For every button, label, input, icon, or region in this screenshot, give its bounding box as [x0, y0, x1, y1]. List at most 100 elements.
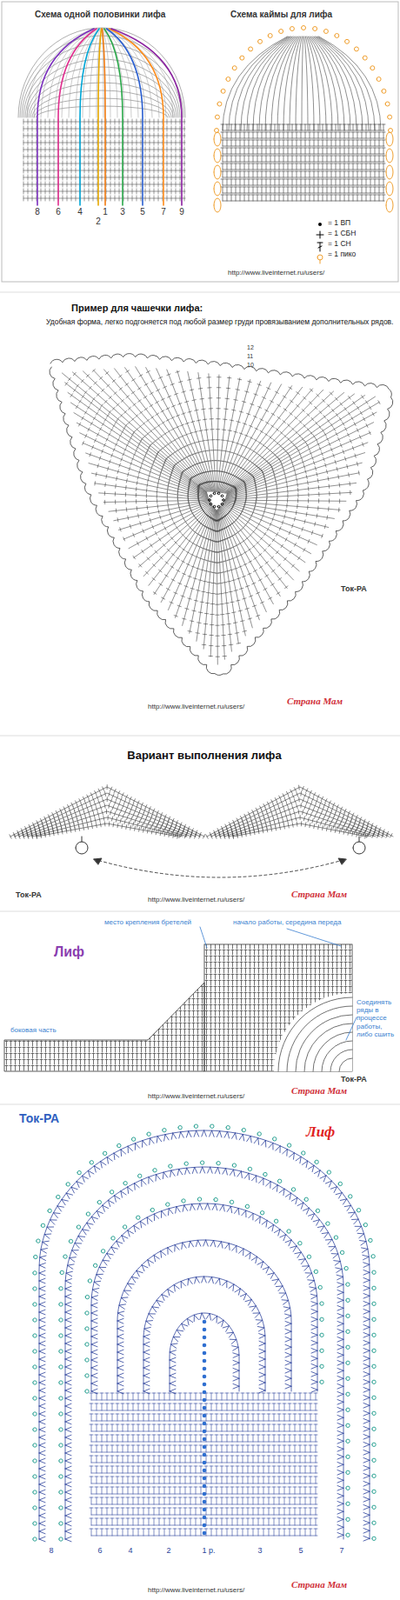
section-title: Схема каймы для лифа	[230, 9, 333, 20]
author-tag: Ток-РА	[19, 1111, 60, 1126]
chain-symbol	[318, 222, 322, 227]
stitch-rows	[220, 124, 386, 201]
row-number: 11	[246, 353, 254, 360]
bodice-front-block	[204, 944, 353, 1072]
row-number: 6	[97, 1546, 102, 1555]
chain-dot	[202, 1374, 207, 1380]
column-number: 1	[102, 206, 108, 218]
chain-dot	[202, 1413, 207, 1419]
legend-text: = 1 СБН	[327, 229, 356, 239]
column-number: 6	[55, 206, 61, 218]
arch-row	[143, 1276, 266, 1394]
arch-row	[39, 1130, 370, 1542]
picot-symbol	[317, 254, 323, 264]
watermark: Страна Мам	[291, 888, 347, 900]
chain-dot	[202, 1453, 207, 1458]
source-url: http://www.liveinternet.ru/users/	[227, 268, 325, 277]
row-number: 8	[48, 1546, 54, 1555]
callout-note: место крепления бретелей	[104, 918, 192, 927]
chain-dot	[202, 1359, 207, 1364]
chain-dot	[202, 1327, 207, 1333]
stitch-rows	[23, 119, 186, 201]
chain-dot	[202, 1366, 207, 1372]
chain-dot	[202, 1406, 207, 1411]
row-number: 2	[166, 1546, 171, 1555]
leader-line	[200, 926, 357, 1040]
increase-column	[102, 28, 107, 206]
watermark: Страна Мам	[291, 1579, 347, 1591]
double-crochet-symbol	[317, 242, 323, 252]
chain-dot	[202, 1343, 207, 1348]
chain-dot	[202, 1523, 207, 1528]
column-number: 7	[160, 206, 167, 218]
row-number: 5	[298, 1546, 303, 1555]
chain-dot	[202, 1390, 207, 1395]
chain-loops	[59, 1160, 350, 1541]
row-number: 1 р.	[201, 1546, 215, 1555]
chain-dot	[202, 1460, 207, 1466]
author-tag: Ток-РА	[340, 1074, 367, 1084]
column-number: 8	[34, 206, 40, 218]
column-number: 3	[120, 206, 126, 218]
watermark: Страна Мам	[286, 695, 343, 707]
section-title: Схема одной половинки лифа	[34, 9, 166, 20]
column-number: 4	[77, 206, 83, 218]
chain-dot	[202, 1500, 207, 1505]
increase-column	[104, 28, 123, 206]
section-note: Удобная форма, легко подгоняется под люб…	[46, 318, 394, 327]
arch-row	[117, 1240, 292, 1394]
arrow-head	[93, 858, 347, 865]
section-frame	[1, 1, 399, 282]
increase-column	[37, 28, 94, 206]
increase-column	[109, 28, 165, 206]
bodice-side-part	[4, 982, 205, 1072]
arch-rows	[18, 27, 186, 118]
chain-dot	[202, 1429, 207, 1434]
dashed-arrow	[93, 859, 347, 878]
strap-ring	[75, 836, 366, 854]
chain-dot	[202, 1382, 207, 1387]
arch-row	[91, 1203, 318, 1394]
section-divider	[0, 1104, 400, 1106]
picot-loops	[214, 26, 394, 134]
increase-column	[98, 28, 102, 206]
round-rows	[278, 997, 353, 1072]
author-tag: Ток-РА	[340, 584, 367, 594]
section-divider	[0, 735, 400, 737]
source-url: http://www.liveinternet.ru/users/	[147, 1092, 245, 1100]
increase-column	[106, 28, 143, 206]
round-area	[273, 993, 353, 1072]
starting-ring	[208, 492, 226, 508]
row-number: 4	[127, 1546, 133, 1555]
arch-stitches	[222, 36, 381, 131]
chart-title: Лиф	[306, 1123, 335, 1141]
increase-column	[58, 28, 97, 206]
chain-dot	[202, 1468, 207, 1474]
row-number: 7	[339, 1546, 344, 1555]
chain-dot	[202, 1515, 207, 1520]
chevron-rows	[206, 785, 394, 839]
part-name: боковая часть	[10, 1026, 57, 1034]
row-number: 12	[246, 344, 254, 352]
section-divider	[0, 911, 400, 913]
increase-column	[80, 28, 100, 206]
watermark: Страна Мам	[291, 1085, 347, 1097]
chain-dot	[202, 1445, 207, 1450]
chain-dot	[202, 1320, 207, 1325]
column-number: 5	[140, 206, 146, 218]
column-number: 2	[95, 216, 101, 227]
section-divider	[0, 292, 400, 294]
callout-note: Соединять ряды в процессе работы, либо с…	[356, 998, 397, 1039]
chain-dot	[202, 1476, 207, 1481]
chart-title: Лиф	[53, 944, 85, 960]
author-tag: Ток-РА	[15, 890, 42, 900]
chain-dot	[202, 1398, 207, 1403]
source-url: http://www.liveinternet.ru/users/	[147, 702, 245, 711]
column-number: 9	[179, 206, 185, 218]
callout-note: начало работы, середина переда	[233, 918, 341, 927]
row-number: 10	[246, 361, 254, 369]
chain-dot	[202, 1437, 207, 1442]
source-url: http://www.liveinternet.ru/users/	[147, 895, 245, 904]
chain-dot	[202, 1484, 207, 1489]
